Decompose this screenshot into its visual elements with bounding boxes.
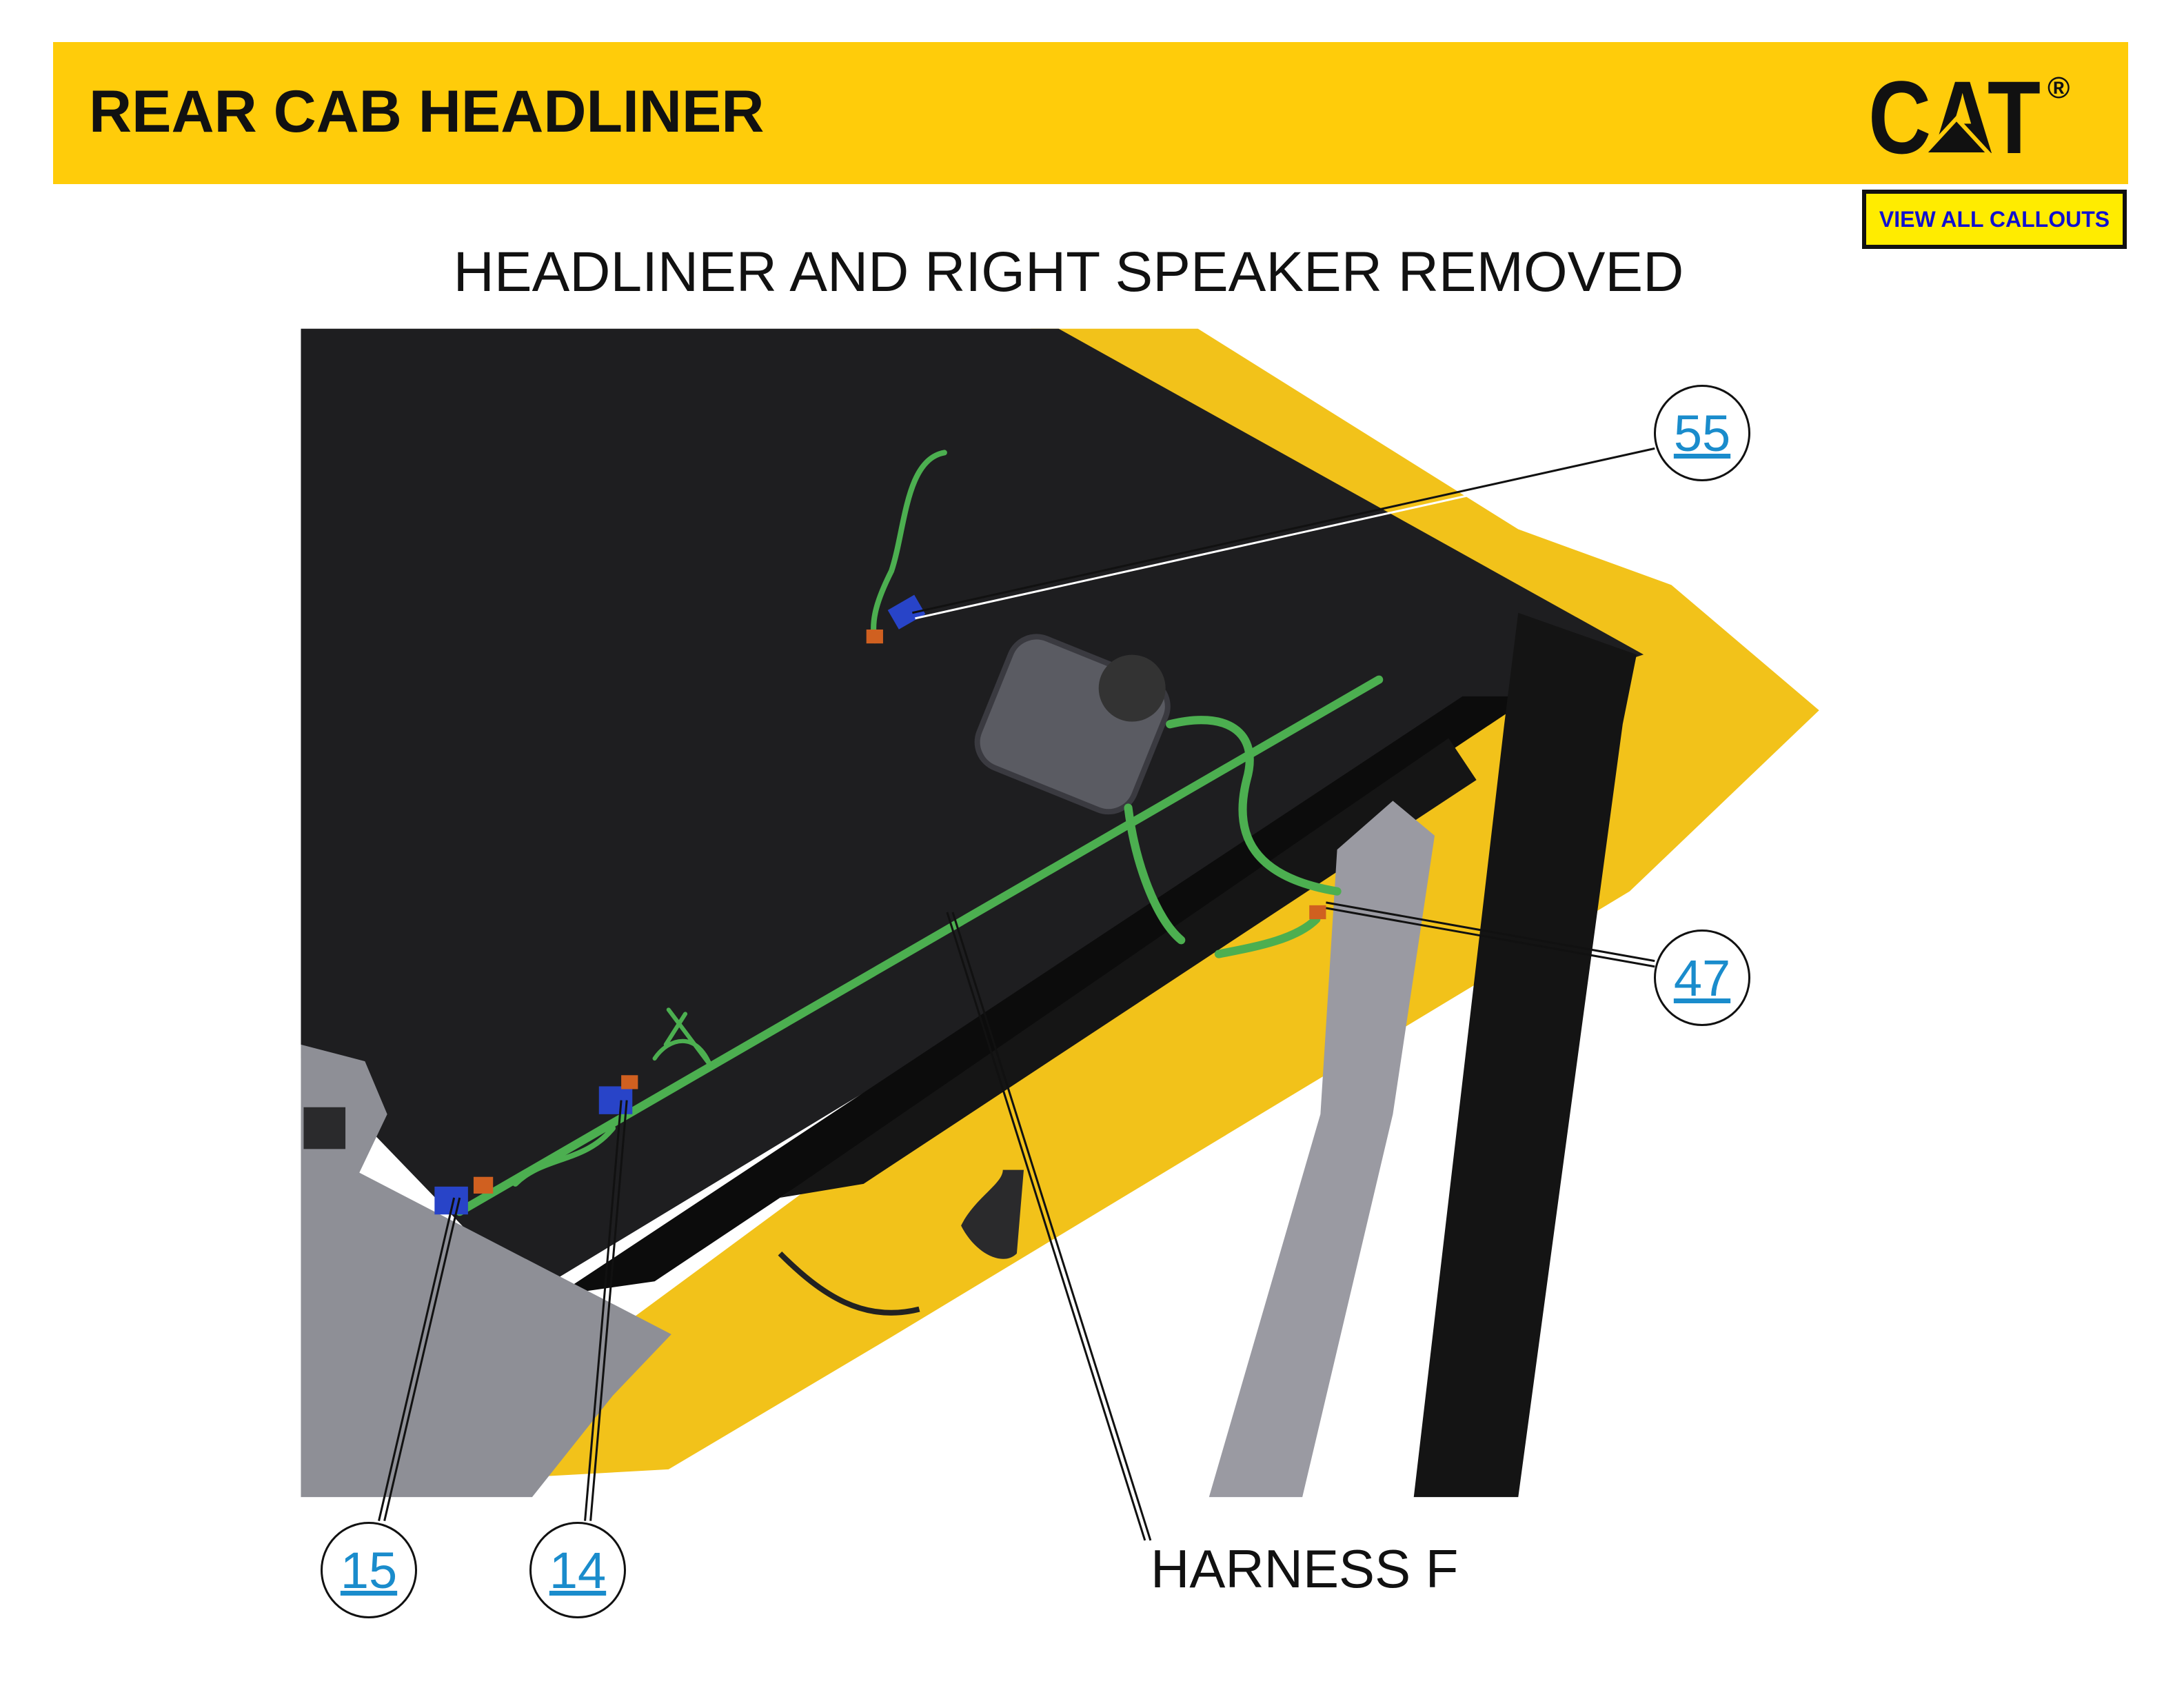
callout-14[interactable]: 14 <box>529 1522 626 1618</box>
gray-pillar <box>1209 801 1435 1498</box>
figure-subtitle: HEADLINER AND RIGHT SPEAKER REMOVED <box>453 241 1684 303</box>
callout-15[interactable]: 15 <box>321 1522 417 1618</box>
left-gray-trim <box>301 1044 671 1498</box>
page-title: REAR CAB HEADLINER <box>89 79 765 145</box>
callout-47[interactable]: 47 <box>1654 930 1750 1026</box>
cat-logo: CAT ® <box>1868 63 2070 167</box>
speaker <box>974 634 1171 815</box>
view-all-callouts-button[interactable]: VIEW ALL CALLOUTS <box>1862 190 2127 249</box>
headliner-ceiling <box>301 328 1644 1296</box>
rear-black-pillar <box>1413 612 1637 1498</box>
leader-lines <box>378 447 1655 1541</box>
page-header: REAR CAB HEADLINER <box>53 42 2128 184</box>
headliner-track <box>557 696 1533 1296</box>
harness-f <box>455 450 1384 1216</box>
callout-55[interactable]: 55 <box>1654 385 1750 481</box>
harness-f-label: HARNESS F <box>1151 1538 1459 1599</box>
registered-mark: ® <box>2048 71 2070 105</box>
